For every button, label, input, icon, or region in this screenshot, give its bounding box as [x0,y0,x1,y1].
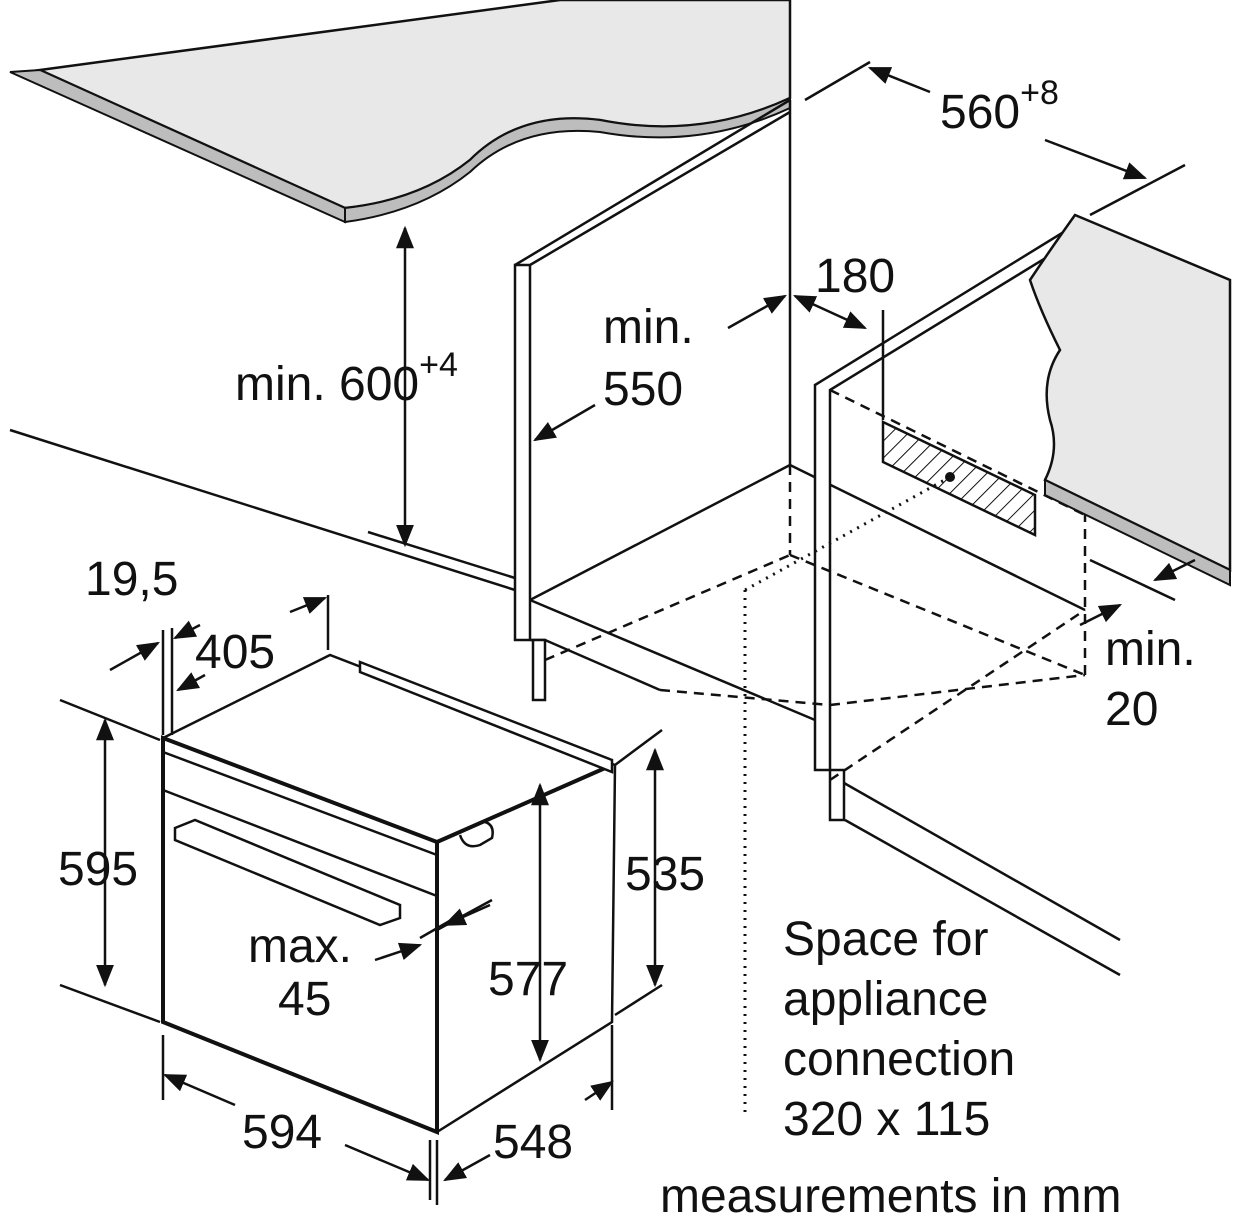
handle-line2: 45 [278,973,331,1026]
top-depth-label: 405 [195,626,275,679]
connection-note-line3: connection [783,1033,1015,1086]
left-countertop [9,0,792,224]
niche-cabinet [513,98,1087,1115]
side-gap-line2: 20 [1105,683,1158,736]
dimension-lines [59,60,1196,1205]
height-label: 595 [58,843,138,896]
niche-width-label: 560+8 [940,74,1059,139]
depth-min-line1: min. [603,301,694,354]
inner-height-label: 577 [488,953,568,1006]
rear-gap-label: 180 [815,250,895,303]
width-label: 594 [242,1106,322,1159]
floor-lines [9,428,1121,977]
connection-note-line4: 320 x 115 [783,1093,990,1146]
connection-note-line1: Space for [783,913,988,966]
connection-note-line2: appliance [783,973,989,1026]
depth-label: 548 [493,1116,573,1169]
oven [161,653,617,1135]
handle-line1: max. [248,920,352,973]
right-countertop [1028,213,1232,587]
niche-height-label: min. 600+4 [235,346,458,411]
units-note: measurements in mm [660,1170,1121,1220]
depth-min-line2: 550 [603,363,683,416]
front-offset-label: 19,5 [85,553,178,606]
side-gap-line1: min. [1105,623,1196,676]
body-height-label: 535 [625,848,705,901]
